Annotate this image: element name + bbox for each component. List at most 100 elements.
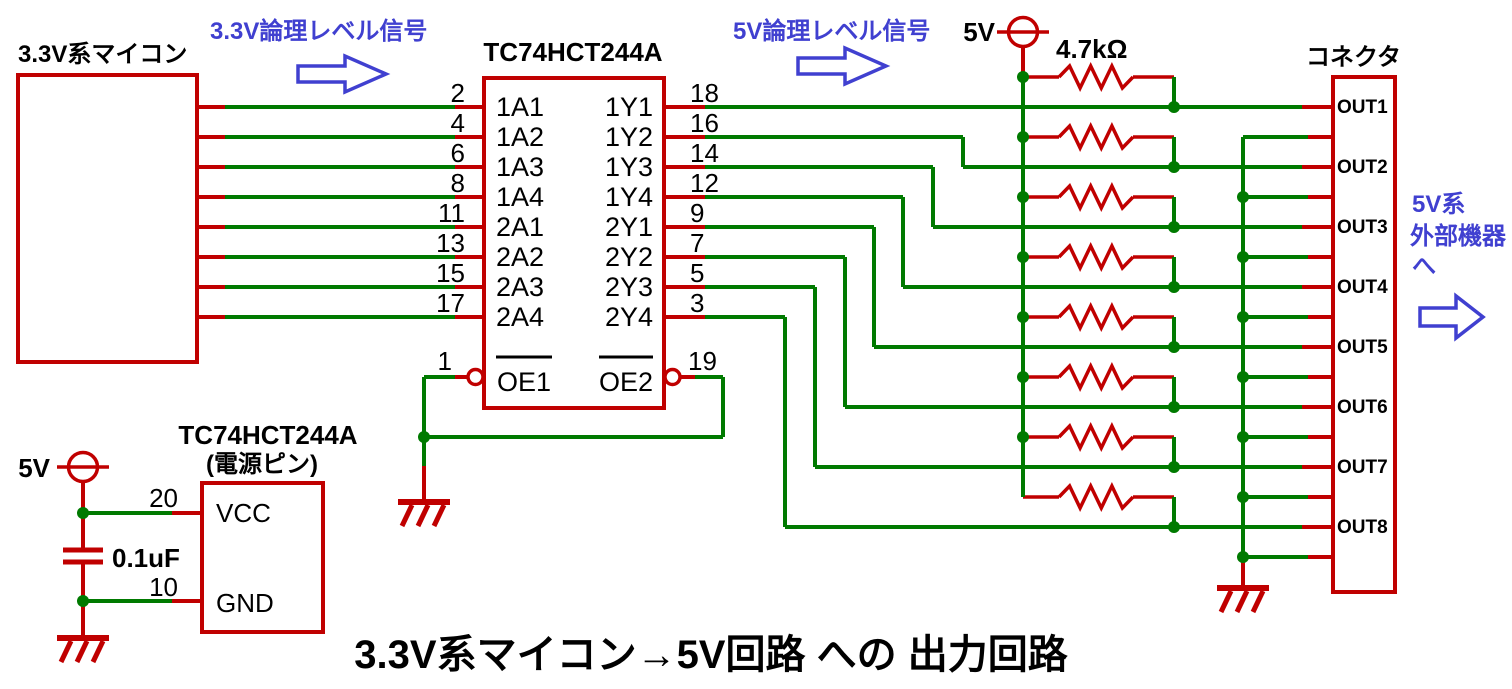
oe-wiring — [422, 367, 725, 500]
ic-left-pin-label: 1A4 — [496, 182, 544, 212]
ic-right-pin-label: 2Y3 — [605, 272, 653, 302]
connector-ground-bus — [1241, 135, 1333, 586]
junction-dot — [1168, 281, 1180, 293]
junction-dot — [1017, 431, 1029, 443]
ground-stroke-icon — [399, 503, 415, 528]
ic-left-pin-label: 2A1 — [496, 212, 544, 242]
ic-left-pin-number: 13 — [436, 228, 465, 258]
junction-dot — [1017, 191, 1029, 203]
ground-stroke-icon — [74, 639, 90, 664]
ic-right-pin-number: 18 — [690, 78, 719, 108]
resistor-zigzag-icon — [1057, 481, 1135, 513]
connector-pin-label: OUT1 — [1337, 97, 1388, 118]
junction-dot — [1237, 251, 1249, 263]
ground-stroke-icon — [415, 503, 431, 528]
ic-left-pin-label: 1A2 — [496, 122, 544, 152]
junction-dot — [1237, 551, 1249, 563]
junction-dot — [1237, 431, 1249, 443]
resistor-zigzag-icon — [1057, 301, 1135, 333]
ground-stroke-icon — [1250, 589, 1266, 614]
resistor-zigzag-icon — [1057, 241, 1135, 273]
junction-dot — [1168, 521, 1180, 533]
junction-dot — [1237, 311, 1249, 323]
ground-stroke-icon — [58, 639, 74, 664]
ic-right-pin-number: 9 — [690, 198, 704, 228]
resistor-zigzag-icon — [1057, 121, 1135, 153]
power-ground-symbols — [57, 15, 1269, 664]
junction-dot — [1168, 341, 1180, 353]
connector-pin-label: OUT2 — [1337, 157, 1388, 178]
ground-stroke-icon — [90, 639, 106, 664]
junction-dot — [1168, 221, 1180, 233]
ground-stroke-icon — [1234, 589, 1250, 614]
ic-left-pin-label: 1A1 — [496, 92, 544, 122]
level-shifter-box — [482, 76, 666, 410]
gnd-pin-label: GND — [216, 588, 274, 618]
junction-dot — [1017, 311, 1029, 323]
power-ic-title: TC74HCT244A — [178, 420, 357, 450]
oe2-pin-label: OE2 — [599, 367, 653, 397]
connector-pin-label: OUT4 — [1337, 277, 1388, 298]
power-wiring — [63, 481, 202, 636]
junction-dot — [1017, 131, 1029, 143]
junction-dot — [1168, 161, 1180, 173]
ic-right-pin-number: 12 — [690, 168, 719, 198]
connector-pin-label: OUT5 — [1337, 337, 1388, 358]
junction-dot — [1237, 491, 1249, 503]
junction-dot — [1168, 461, 1180, 473]
ground-stroke-icon — [1218, 589, 1234, 614]
external-device-annotation: 外部機器 — [1410, 222, 1507, 250]
power-supply-label: 5V — [18, 453, 50, 483]
junction-dot — [1237, 191, 1249, 203]
external-device-annotation: へ — [1412, 253, 1436, 280]
junction-dots — [77, 71, 1249, 607]
connector-pin-label: OUT6 — [1337, 397, 1388, 418]
input-wires — [197, 105, 484, 319]
junction-dot — [1017, 371, 1029, 383]
ic-right-pin-label: 1Y4 — [605, 182, 653, 212]
diagram-title: 3.3V系マイコン→5V回路 への 出力回路 — [354, 633, 1068, 677]
junction-dot — [418, 431, 430, 443]
oe2-bubble-icon — [663, 367, 682, 387]
ic-right-pin-label: 2Y2 — [605, 242, 653, 272]
vcc-pin-label: VCC — [216, 498, 271, 528]
ic-left-pin-label: 1A3 — [496, 152, 544, 182]
resistor-zigzag-icon — [1057, 361, 1135, 393]
ic-right-pin-label: 1Y2 — [605, 122, 653, 152]
junction-dot — [77, 507, 89, 519]
pullup-supply-label: 5V — [963, 17, 995, 47]
junction-dot — [1017, 251, 1029, 263]
resistor-zigzag-icon — [1057, 421, 1135, 453]
ic-left-pin-number: 6 — [451, 138, 465, 168]
ic-right-pin-label: 1Y1 — [605, 92, 653, 122]
ic-right-pin-label: 1Y3 — [605, 152, 653, 182]
output-wires — [664, 105, 1333, 529]
output-signal-annotation: 5V論理レベル信号 — [733, 17, 930, 45]
junction-dot — [1017, 71, 1029, 83]
resistor-value-label: 4.7kΩ — [1056, 34, 1127, 64]
right-arrow-icon — [796, 45, 891, 87]
ic-left-pin-number: 8 — [451, 168, 465, 198]
junction-dot — [1168, 401, 1180, 413]
oe1-pin-number: 1 — [438, 346, 452, 376]
junction-dot — [1237, 371, 1249, 383]
oe1-pin-label: OE1 — [497, 367, 551, 397]
microcontroller-label: 3.3V系マイコン — [18, 41, 187, 68]
power-ic-box — [200, 481, 325, 634]
junction-dot — [1168, 101, 1180, 113]
ic-right-pin-number: 5 — [690, 258, 704, 288]
vcc-pin-number: 20 — [149, 483, 178, 513]
ic-left-pin-label: 2A4 — [496, 302, 544, 332]
resistor-zigzag-icon — [1057, 61, 1135, 93]
microcontroller-box — [16, 73, 199, 364]
resistor-zigzag-icon — [1057, 181, 1135, 213]
oe1-bubble-icon — [466, 367, 485, 387]
ic-right-pin-number: 7 — [690, 228, 704, 258]
ic-left-pin-number: 2 — [451, 78, 465, 108]
ic-right-pin-number: 3 — [690, 288, 704, 318]
external-device-annotation: 5V系 — [1412, 191, 1465, 218]
connector-pin-label: OUT7 — [1337, 457, 1388, 478]
